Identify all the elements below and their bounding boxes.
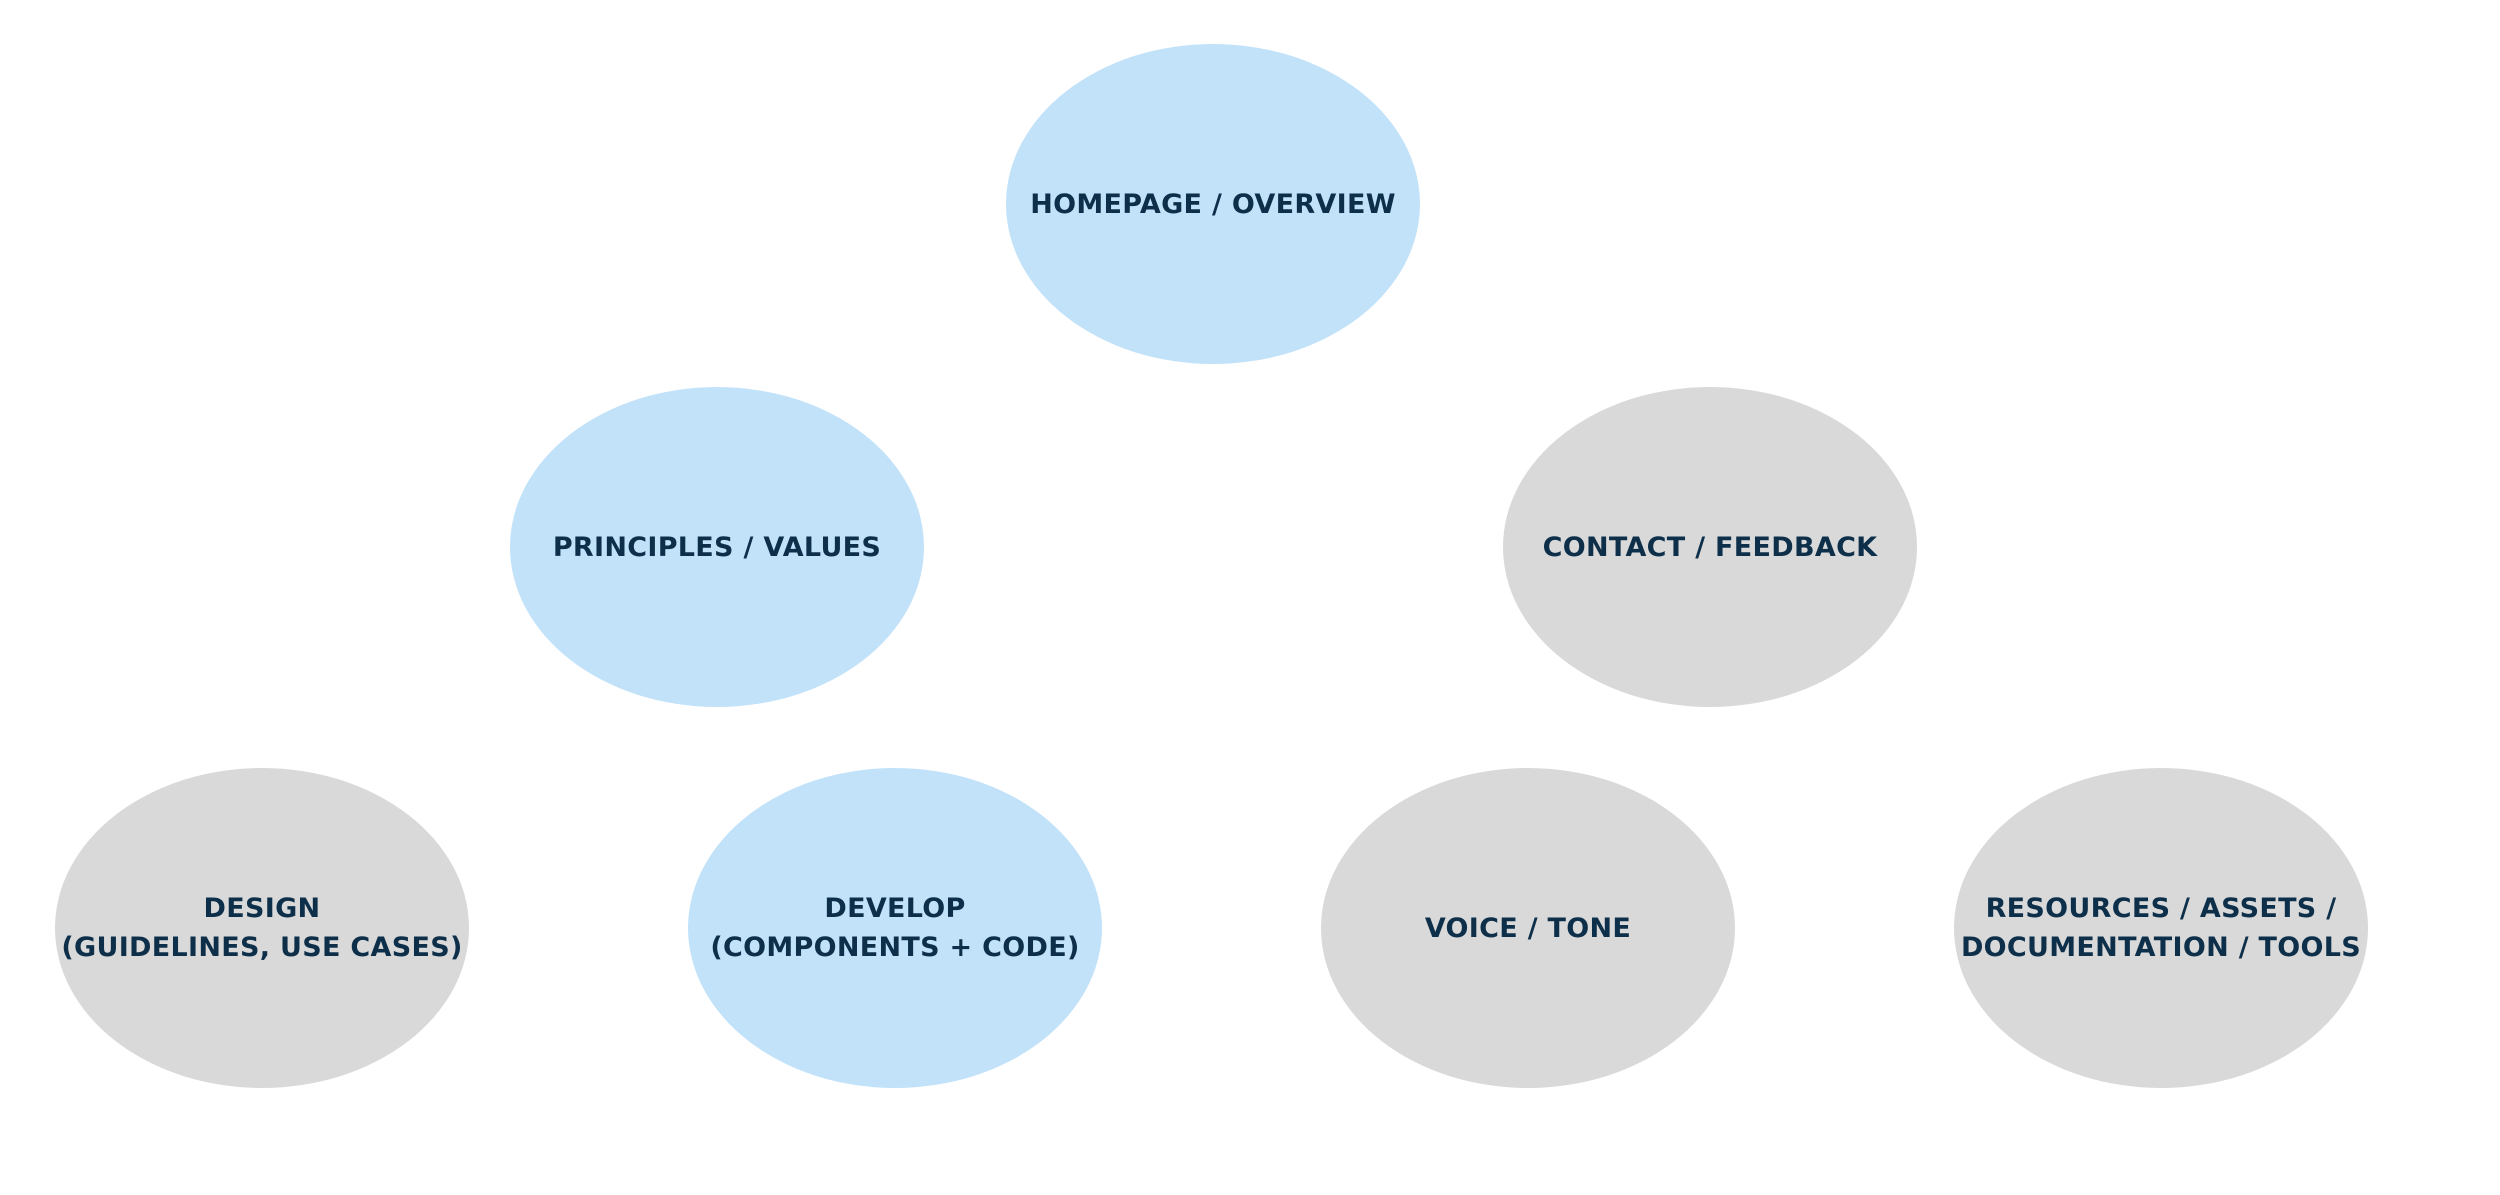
- node-label: RESOURCES / ASSETS / DOCUMENTATION / TOO…: [1960, 893, 2362, 963]
- node-design: DESIGN (GUIDELINES, USE CASES): [55, 768, 469, 1088]
- node-contact-feedback: CONTACT / FEEDBACK: [1503, 387, 1917, 707]
- node-homepage-overview: HOMEPAGE / OVERVIEW: [1006, 44, 1420, 364]
- node-label: VOICE / TONE: [1424, 912, 1632, 944]
- node-develop: DEVELOP (COMPONENTS + CODE): [688, 768, 1102, 1088]
- node-principles-values: PRINCIPLES / VALUES: [510, 387, 924, 707]
- node-label: DEVELOP (COMPONENTS + CODE): [710, 893, 1080, 963]
- node-resources-assets: RESOURCES / ASSETS / DOCUMENTATION / TOO…: [1954, 768, 2368, 1088]
- node-voice-tone: VOICE / TONE: [1321, 768, 1735, 1088]
- node-label: PRINCIPLES / VALUES: [552, 531, 882, 563]
- node-label: HOMEPAGE / OVERVIEW: [1030, 188, 1396, 220]
- node-label: DESIGN (GUIDELINES, USE CASES): [61, 893, 463, 963]
- node-label: CONTACT / FEEDBACK: [1542, 531, 1878, 563]
